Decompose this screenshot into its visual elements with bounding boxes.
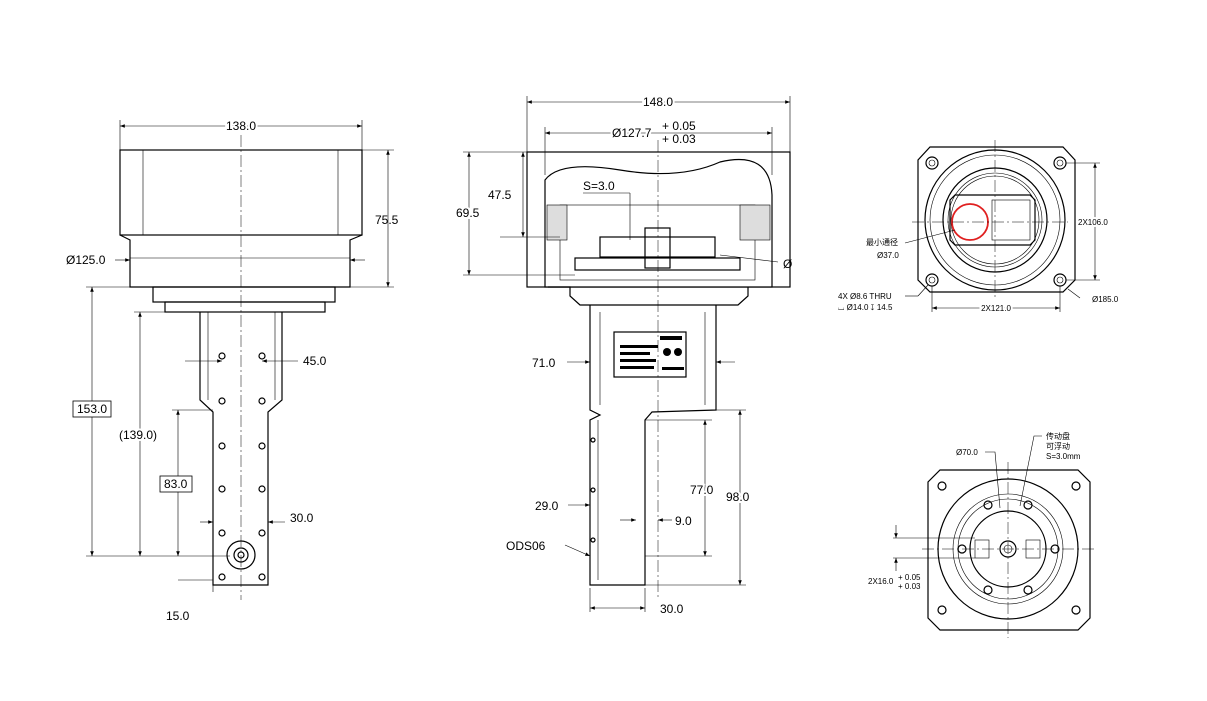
dim-total-height: 153.0 <box>77 402 107 416</box>
bottom-view: Ø70.0 传动盘 可浮动 S=3.0mm 2X16.0 + 0.05 + 0.… <box>868 431 1096 638</box>
slot-width: 2X16.0 <box>868 577 894 586</box>
dim-height-top: 75.5 <box>375 213 399 227</box>
dim-height-83: 83.0 <box>164 477 188 491</box>
front-section-view: 148.0 Ø127.7 + 0.05 + 0.03 S=3.0 69.5 47… <box>454 93 792 616</box>
hole-spec: 4X Ø8.6 THRU <box>838 292 892 301</box>
dim-vertical-spacing: 2X106.0 <box>1078 218 1108 227</box>
min-bore-label: 最小通径 <box>866 237 898 247</box>
dim-9: 9.0 <box>675 514 692 528</box>
dim-71: 71.0 <box>532 356 556 370</box>
dim-width-top: 138.0 <box>226 119 256 133</box>
product-label-plate <box>613 331 687 378</box>
disc-dia: Ø70.0 <box>956 448 978 457</box>
dim-bore-dia: Ø127.7 <box>612 126 652 140</box>
dim-height-139: (139.0) <box>119 428 157 442</box>
outer-dia: Ø185.0 <box>1092 295 1119 304</box>
min-bore-dia: Ø37.0 <box>877 251 899 260</box>
tolerance-lower: + 0.03 <box>662 132 696 146</box>
dim-flange-dia: Ø125.0 <box>66 253 106 267</box>
float-note-1: 传动盘 <box>1046 431 1070 441</box>
slot-tol-lower: + 0.03 <box>898 582 921 591</box>
dim-45: 45.0 <box>303 354 327 368</box>
float-note-3: S=3.0mm <box>1046 452 1081 461</box>
dim-horizontal-spacing: 2X121.0 <box>981 304 1011 313</box>
dim-height-69: 69.5 <box>456 206 480 220</box>
dim-height-47: 47.5 <box>488 188 512 202</box>
sensor-label: ODS06 <box>506 539 546 553</box>
tolerance-upper: + 0.05 <box>662 119 696 133</box>
dim-29: 29.0 <box>535 499 559 513</box>
dim-98: 98.0 <box>726 490 750 504</box>
mount-holes <box>218 352 266 581</box>
dim-30-bottom: 30.0 <box>660 602 684 616</box>
drive-disc <box>599 236 716 258</box>
top-view: 2X106.0 2X121.0 最小通径 Ø37.0 4X Ø8.6 THRU … <box>838 140 1119 315</box>
left-side-view: 138.0 75.5 Ø125.0 153.0 (139.0) 83.0 45.… <box>66 117 399 623</box>
dim-77: 77.0 <box>690 483 714 497</box>
counterbore-spec: ⌴ Ø14.0 ↧ 14.5 <box>838 303 893 312</box>
bolt-holes <box>937 481 1081 615</box>
dim-30: 30.0 <box>290 511 314 525</box>
stroke-label: S=3.0 <box>583 179 615 193</box>
float-note-2: 可浮动 <box>1046 441 1070 451</box>
dia-symbol: Ø <box>783 257 792 271</box>
slot-tol-upper: + 0.05 <box>898 573 921 582</box>
dim-width-148: 148.0 <box>643 95 673 109</box>
dim-15: 15.0 <box>166 609 190 623</box>
